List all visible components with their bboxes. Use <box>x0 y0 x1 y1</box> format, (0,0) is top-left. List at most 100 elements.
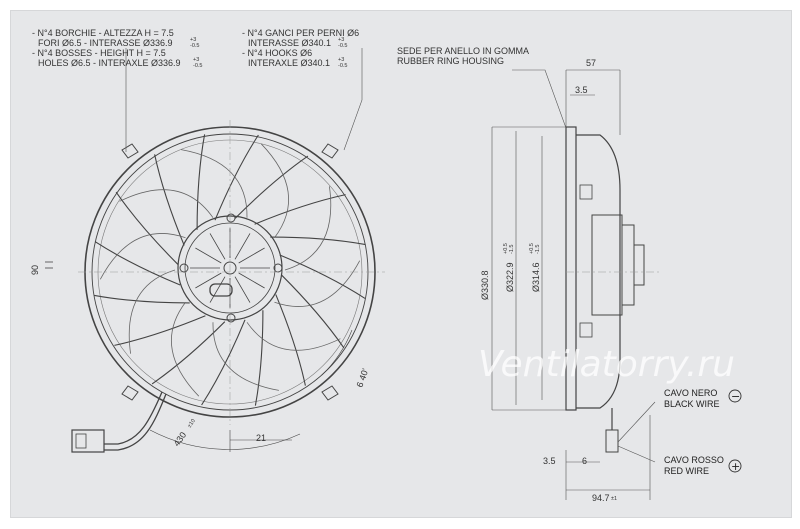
side-shroud <box>576 134 621 409</box>
hub-rib <box>234 233 251 260</box>
hook-bottom-left <box>121 385 139 401</box>
frame-spoke <box>254 194 346 225</box>
hooks-it-tol-up: +3 <box>338 37 344 43</box>
hub-rib <box>238 247 265 264</box>
frame-spoke <box>234 155 309 219</box>
frame-spoke <box>151 321 226 385</box>
frame-spoke <box>114 315 206 346</box>
hub-rib <box>238 272 265 289</box>
side-dimension-lines <box>491 69 656 500</box>
frame-spoke <box>94 241 181 286</box>
hooks-it-tol-low: -0.5 <box>338 43 347 49</box>
hub-rib <box>234 276 251 303</box>
side-motor-cap <box>621 224 635 306</box>
mounting-boss-top <box>226 213 236 223</box>
dim-angle-90: 90 <box>30 265 40 275</box>
dim-94-7-tol: ±1 <box>611 496 617 502</box>
dim-angle-6-40: 6 40' <box>354 367 370 389</box>
minus-symbol: − <box>731 390 740 403</box>
dim-dia-322-9: Ø322.9 <box>505 262 515 292</box>
dim-dia-330-8: Ø330.8 <box>480 270 490 300</box>
fan-blade <box>99 233 186 280</box>
bosses-it-tol-low: -0.5 <box>190 43 199 49</box>
dim-dia-322-9-tol-up: +0.5 <box>503 243 509 254</box>
plus-circle-icon <box>728 459 742 473</box>
hook-top-right <box>321 143 339 159</box>
black-wire-label: CAVO NERO BLACK WIRE − <box>664 388 742 409</box>
hook-bottom-right <box>321 385 339 401</box>
ring-housing-en: RUBBER RING HOUSING <box>397 56 504 66</box>
dim-dia-314-6-tol-up: +0.5 <box>529 243 535 254</box>
ring-housing-it: SEDE PER ANELLO IN GOMMA <box>397 46 529 56</box>
hooks-en-line2: INTERAXLE Ø340.1 <box>248 58 330 68</box>
dimension-labels: 57 3.5 Ø330.8 Ø322.9 +0.5 -1.5 Ø314.6 +0… <box>30 58 617 503</box>
hooks-en-line1: - N°4 HOOKS Ø6 <box>242 48 312 58</box>
frame-spoke <box>279 254 366 299</box>
bosses-it-line2: FORI Ø6.5 - INTERASSE Ø336.9 <box>38 38 173 48</box>
fan-blade <box>260 143 289 238</box>
angle-6-40-arc <box>321 329 353 376</box>
leader-red-wire <box>617 445 656 463</box>
frame-spoke <box>281 274 345 349</box>
fan-side-view <box>565 126 660 453</box>
dim-94-7: 94.7 <box>592 493 610 503</box>
leader-ring-housing <box>512 69 567 129</box>
dim-wire-430: 430 <box>171 430 188 448</box>
hooks-note: - N°4 GANCI PER PERNI Ø6 INTERASSE Ø340.… <box>242 28 359 69</box>
frame-spoke <box>154 154 185 246</box>
side-wire-connector <box>605 429 619 453</box>
dim-dia-314-6-tol-low: -1.5 <box>535 245 541 254</box>
bosses-it-tol-up: +3 <box>190 37 196 43</box>
cable-connector <box>71 429 105 453</box>
fan-blade <box>181 149 248 218</box>
motor-connector <box>209 283 233 297</box>
black-wire-it: CAVO NERO <box>664 388 717 398</box>
frame-spoke <box>214 134 259 221</box>
hub-rib <box>195 272 222 289</box>
hooks-it-line2: INTERASSE Ø340.1 <box>248 38 331 48</box>
frame-spoke <box>196 134 206 230</box>
dim-wire-430-tol: ±10 <box>187 418 197 429</box>
bosses-en-tol-low: -0.5 <box>193 63 202 69</box>
dim-6: 6 <box>582 456 587 466</box>
frame-spokes <box>94 134 366 406</box>
dim-3-5-bottom: 3.5 <box>543 456 556 466</box>
red-wire-label: CAVO ROSSO RED WIRE + <box>664 455 742 476</box>
minus-circle-icon <box>728 389 742 403</box>
side-motor-body <box>591 214 623 316</box>
dim-3-5-top: 3.5 <box>575 85 588 95</box>
hub-rib <box>209 276 226 303</box>
bosses-it-line1: - N°4 BORCHIE - ALTEZZA H = 7.5 <box>32 28 174 38</box>
hooks-en-tol-low: -0.5 <box>338 63 347 69</box>
fan-blade <box>246 322 341 351</box>
bosses-en-tol-up: +3 <box>193 57 199 63</box>
plus-symbol: + <box>731 460 740 473</box>
frame-spoke <box>270 236 366 246</box>
frame-spoke <box>94 294 190 304</box>
side-frame-flange <box>565 126 577 411</box>
black-wire-en: BLACK WIRE <box>664 399 720 409</box>
dim-dia-322-9-tol-low: -1.5 <box>509 245 515 254</box>
dim-dia-314-6: Ø314.6 <box>531 262 541 292</box>
side-motor-rear <box>633 244 645 286</box>
frame-spoke <box>201 319 246 406</box>
fan-front-view <box>45 120 385 453</box>
bosses-en-line2: HOLES Ø6.5 - INTERAXLE Ø336.9 <box>38 58 181 68</box>
hook-top-left <box>121 143 139 159</box>
fan-blade <box>212 322 279 391</box>
frame-spoke <box>254 310 264 406</box>
hooks-it-line1: - N°4 GANCI PER PERNI Ø6 <box>242 28 359 38</box>
bosses-en-line1: - N°4 BOSSES - HEIGHT H = 7.5 <box>32 48 166 58</box>
hub-rib <box>195 247 222 264</box>
fan-blade <box>284 186 332 271</box>
power-cable-second <box>104 393 167 451</box>
annotation-leaders <box>125 48 567 152</box>
dim-57: 57 <box>586 58 596 68</box>
fan-blades <box>99 143 361 397</box>
power-cable <box>104 391 163 445</box>
frame-spoke <box>275 294 306 386</box>
red-wire-en: RED WIRE <box>664 466 709 476</box>
side-clip-bottom <box>579 322 593 338</box>
bosses-note: - N°4 BORCHIE - ALTEZZA H = 7.5 FORI Ø6.… <box>32 28 202 69</box>
